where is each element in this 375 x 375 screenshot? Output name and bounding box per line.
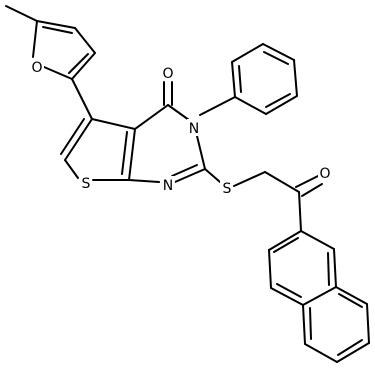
bond-n3-phenyl — [199, 96, 236, 116]
bond-naph-b-5-6-inner — [309, 307, 312, 340]
bond-naph-a-3-4 — [270, 287, 304, 306]
bond-thio-c7a-c4a-inner — [121, 131, 128, 175]
furan-oxygen-label: O — [31, 60, 42, 76]
bond-co-naph — [298, 191, 302, 232]
bond-thio-c7a-c4a — [128, 128, 136, 181]
bond-furan-c3-c2-inner — [68, 53, 89, 74]
bond-naph-b-5-6 — [302, 304, 306, 345]
bond-ph-1-2 — [231, 61, 236, 98]
bond-ph-2-3 — [231, 43, 264, 63]
bond-c2-n1-inner — [171, 164, 198, 177]
bond-ph-3-4-inner — [263, 51, 289, 65]
bond-thio-c4a-c4 — [91, 118, 136, 130]
bond-naph-b-2-3 — [366, 303, 370, 344]
bond-naph-b-1-2 — [335, 286, 368, 305]
bond-thio-c4-c5 — [64, 118, 93, 161]
bond-ph-1-2-inner — [238, 65, 242, 93]
bond-layer — [5, 5, 370, 363]
bond-furan-o-c5 — [32, 20, 38, 58]
bond-ph-6-1 — [234, 96, 267, 115]
bond-furan-c3-c2 — [71, 52, 96, 80]
bond-c4-n3 — [167, 104, 190, 121]
bond-furan-c4-c3 — [74, 27, 96, 54]
bond-naph-a-1-2 — [268, 230, 302, 251]
atom-label-layer: O O N N S S O — [30, 58, 332, 197]
bond-thio-c4-c5-inner — [60, 118, 85, 155]
bond-co-o-b — [301, 183, 323, 197]
bond-c2-s — [204, 168, 221, 183]
bond-ph-5-6 — [265, 95, 298, 115]
bond-ph-3-4 — [262, 43, 295, 61]
bond-ph-4-5 — [293, 59, 298, 97]
bond-thio-c5-s — [64, 159, 79, 179]
bond-ch2-co — [264, 171, 300, 193]
carbonyl-oxygen-label: O — [162, 66, 173, 82]
bond-naph-a-5-6 — [333, 248, 337, 288]
bond-naph-a-2-3 — [268, 249, 272, 289]
bond-c2-n1 — [174, 168, 206, 183]
bond-naph-b-3-4-inner — [337, 339, 363, 356]
bond-naph-b-3-4 — [336, 342, 370, 363]
bond-naph-a-5-6-inner — [327, 252, 330, 286]
bond-methyl — [5, 5, 38, 22]
bond-c4a-c4 — [134, 104, 169, 130]
n1-nitrogen-label: N — [163, 178, 173, 194]
bond-naph-b-4-5 — [304, 343, 338, 363]
thioether-sulfur-label: S — [223, 181, 232, 197]
bond-naph-a-3-4-inner — [276, 283, 302, 298]
bond-n1-c7a — [128, 179, 160, 183]
bond-n3-c2 — [196, 135, 206, 170]
bond-co-o-a — [295, 175, 319, 188]
bond-furan-thiophene — [71, 78, 93, 120]
bond-furan-c5-c4 — [36, 20, 76, 29]
bond-naph-a-6-1 — [300, 230, 335, 250]
n3-nitrogen-label: N — [189, 121, 199, 137]
ketone-oxygen-label: O — [319, 166, 330, 182]
thiophene-sulfur-label: S — [82, 176, 91, 192]
bond-naph-a-1-2-inner — [273, 237, 299, 253]
bond-furan-c5-c4-inner — [42, 26, 73, 34]
bond-naph-a-4-5 — [302, 286, 337, 306]
bond-naph-b-1-2-inner — [338, 293, 363, 308]
bond-furan-c2-o — [43, 66, 73, 80]
bond-ph-5-6-inner — [265, 93, 291, 108]
bond-s-ch2 — [233, 171, 266, 187]
